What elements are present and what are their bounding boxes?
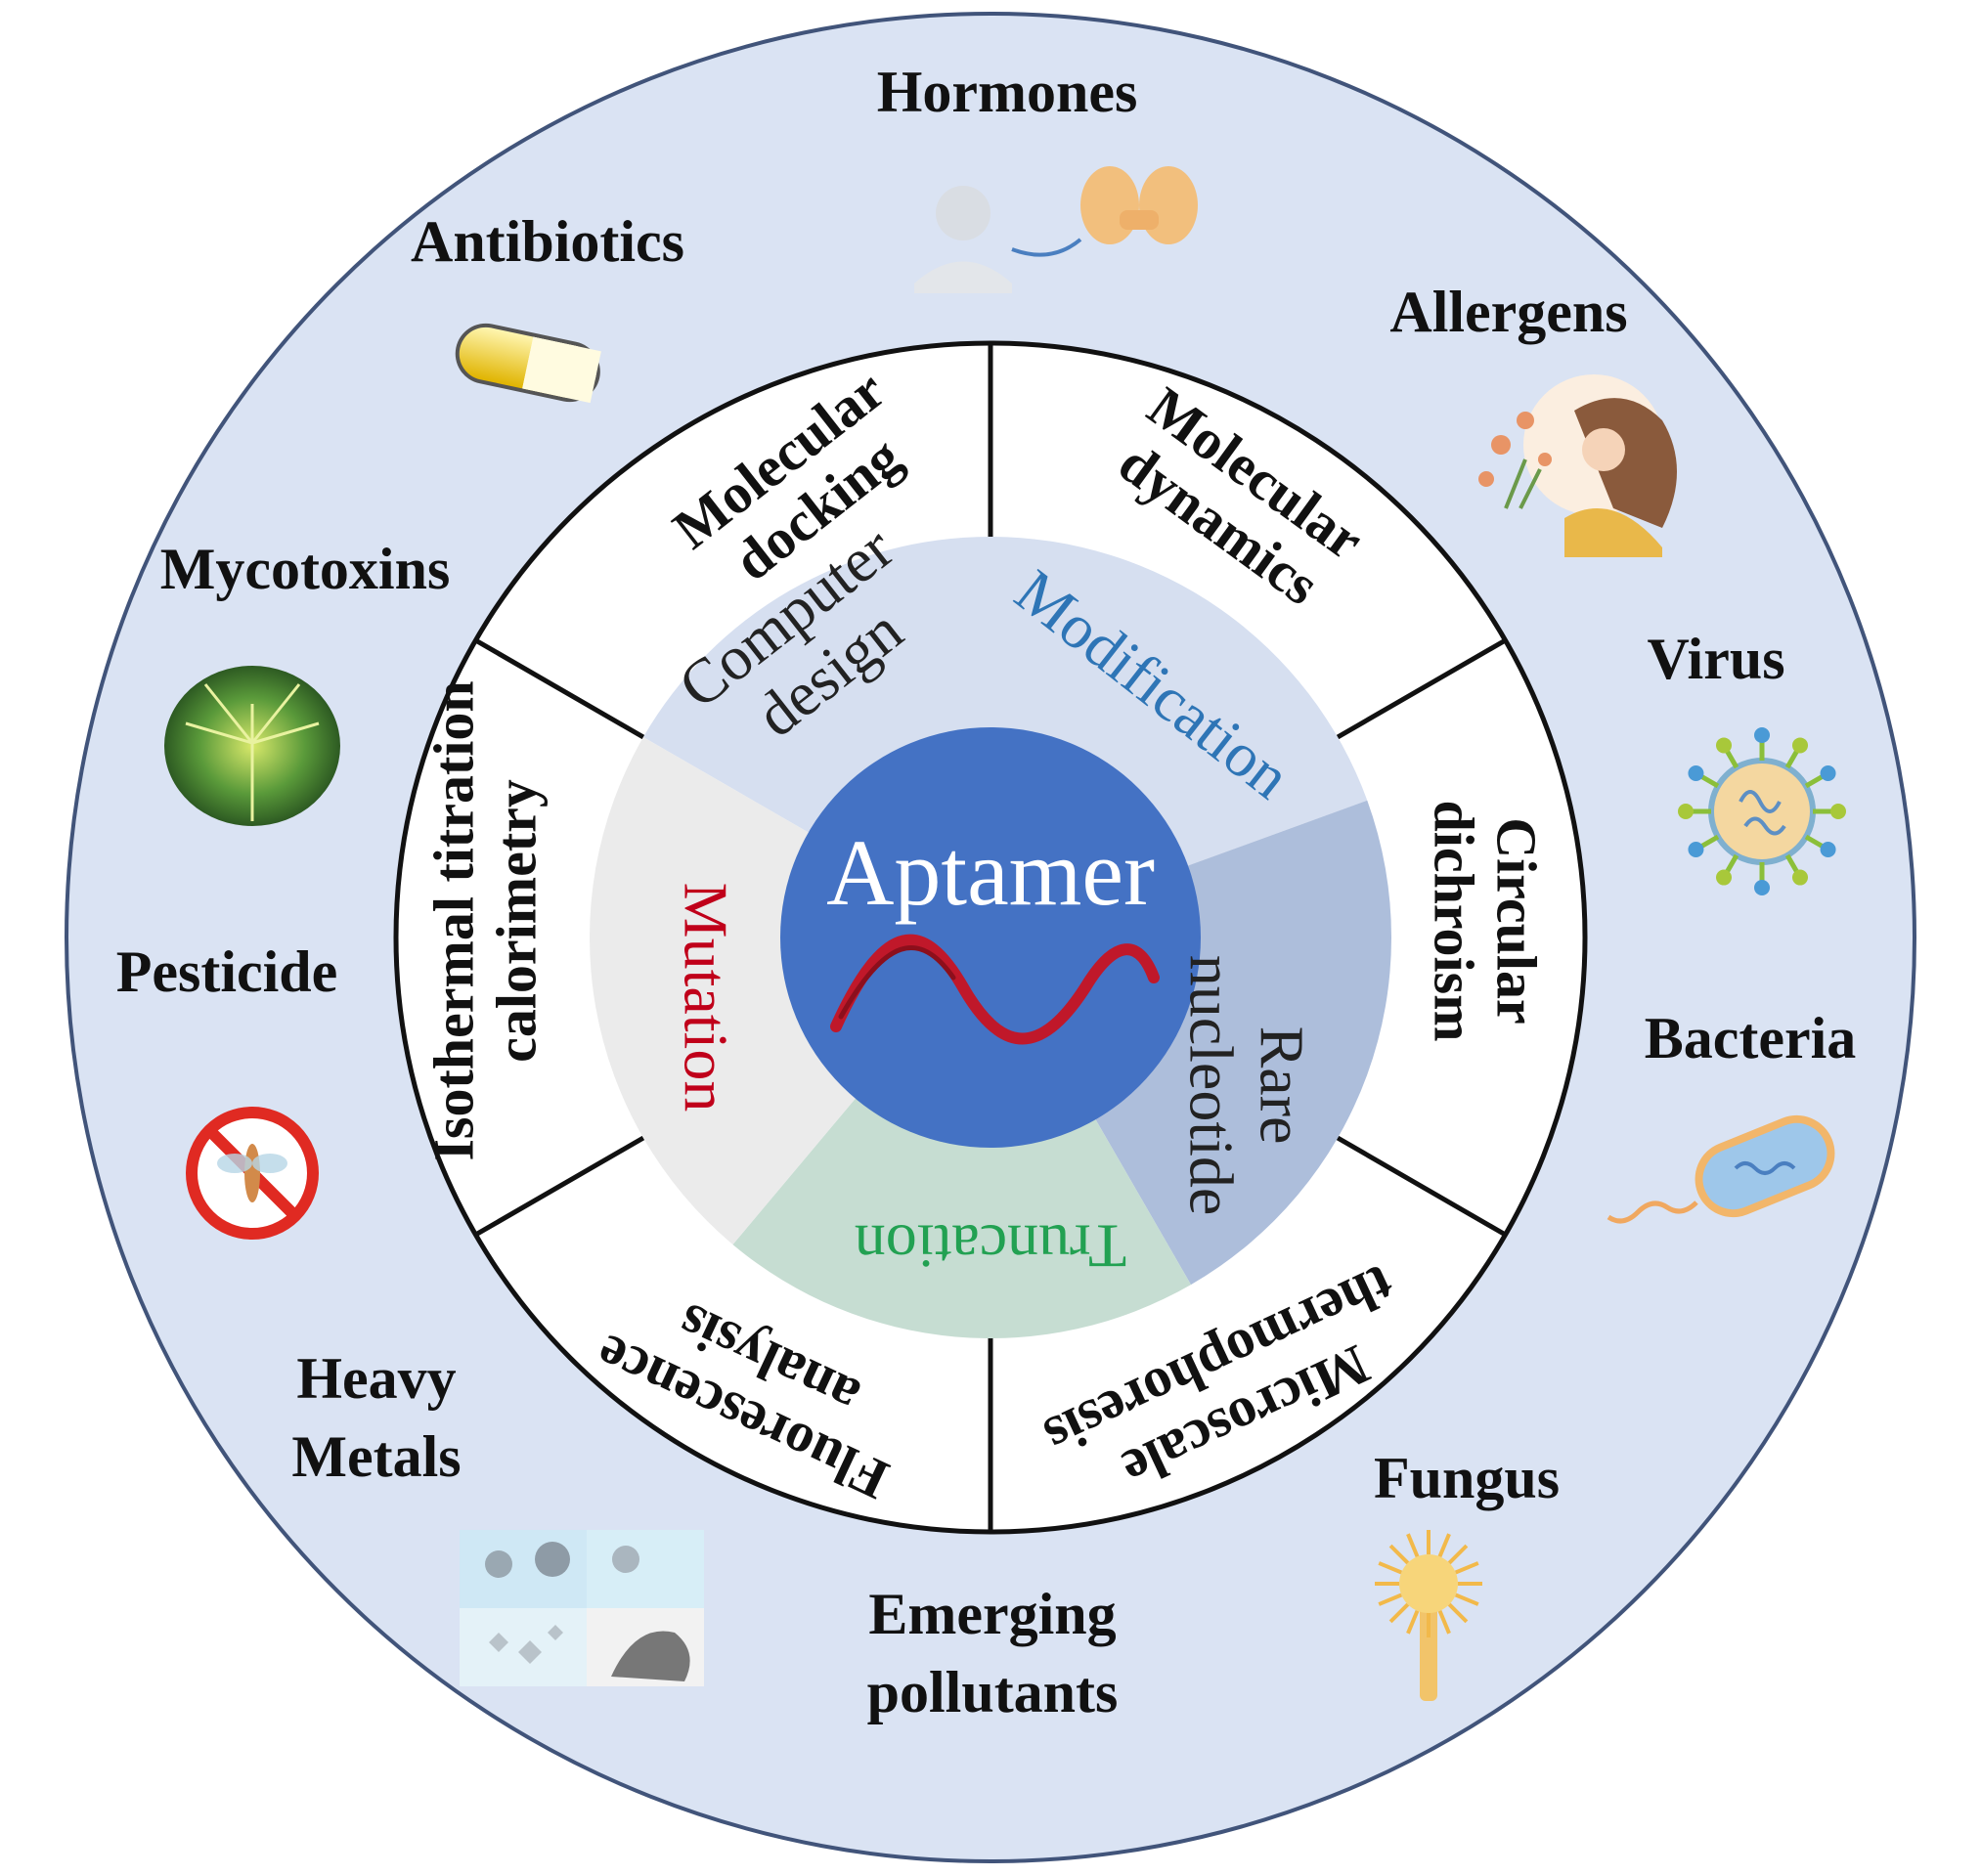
bacterium-icon <box>1607 1114 1835 1224</box>
thyroid-icon <box>914 166 1198 293</box>
target-label-virus-line: Virus <box>1647 627 1784 691</box>
target-label-antibiotics: Antibiotics <box>411 209 684 274</box>
target-label-bacteria: Bacteria <box>1645 1006 1857 1070</box>
ring-label-line: calorimetry <box>484 779 548 1063</box>
helix-icon <box>830 934 1160 1045</box>
ring-divider <box>475 638 645 740</box>
target-label-virus: Virus <box>1647 627 1784 691</box>
ring-divider <box>1336 1135 1506 1237</box>
fungus-icon <box>1375 1530 1482 1701</box>
target-label-allergens: Allergens <box>1389 280 1627 344</box>
ring-label-line: Isothermal titration <box>421 680 485 1160</box>
ring-dividers <box>475 345 1506 1530</box>
sneezing-woman-icon <box>1478 374 1677 557</box>
target-label-emerging-line: pollutants <box>867 1660 1119 1724</box>
strategy-label-line: Truncation <box>855 1211 1127 1281</box>
target-label-hormones-line: Hormones <box>877 60 1138 124</box>
ring-divider <box>475 1135 645 1237</box>
target-label-fungus-line: Fungus <box>1374 1446 1560 1510</box>
ring-label-line: dichroism <box>1423 800 1486 1041</box>
target-label-bacteria-line: Bacteria <box>1645 1006 1857 1070</box>
mold-icon <box>164 666 340 826</box>
strategy-label-line: Mutation <box>671 883 740 1113</box>
target-label-heavy-line: Heavy <box>296 1346 456 1411</box>
target-label-allergens-line: Allergens <box>1389 280 1627 344</box>
target-labels: HormonesAllergensVirusBacteriaFungusEmer… <box>116 60 1857 1724</box>
ring-label-line: Circular <box>1485 817 1549 1025</box>
target-label-antibiotics-line: Antibiotics <box>411 209 684 274</box>
ring-divider <box>1336 638 1506 740</box>
center-label: Aptamer <box>826 820 1155 925</box>
target-label-pesticide-line: Pesticide <box>116 939 338 1004</box>
strategy-label: Mutation <box>671 883 740 1113</box>
target-label-hormones: Hormones <box>877 60 1138 124</box>
aptamer-center <box>780 727 1201 1148</box>
target-label-emerging: Emerging pollutants <box>867 1582 1119 1724</box>
target-label-emerging-line: Emerging <box>868 1582 1116 1646</box>
helix-icon-back <box>838 945 956 1020</box>
heavy-metals-icon <box>460 1530 704 1686</box>
strategy-label-line: nucleotide <box>1176 955 1246 1216</box>
target-label-heavy-line: Metals <box>291 1424 461 1489</box>
strategy-label: Truncation <box>855 1211 1127 1281</box>
no-insect-icon <box>186 1107 319 1240</box>
target-label-mycotoxins-line: Mycotoxins <box>160 537 451 601</box>
capsule-icon <box>455 323 601 404</box>
target-label-pesticide: Pesticide <box>116 939 338 1004</box>
virus-icon <box>1678 727 1846 895</box>
strategy-label-line: Rare <box>1247 1026 1316 1145</box>
target-label-mycotoxins: Mycotoxins <box>160 537 451 601</box>
target-label-fungus: Fungus <box>1374 1446 1560 1510</box>
